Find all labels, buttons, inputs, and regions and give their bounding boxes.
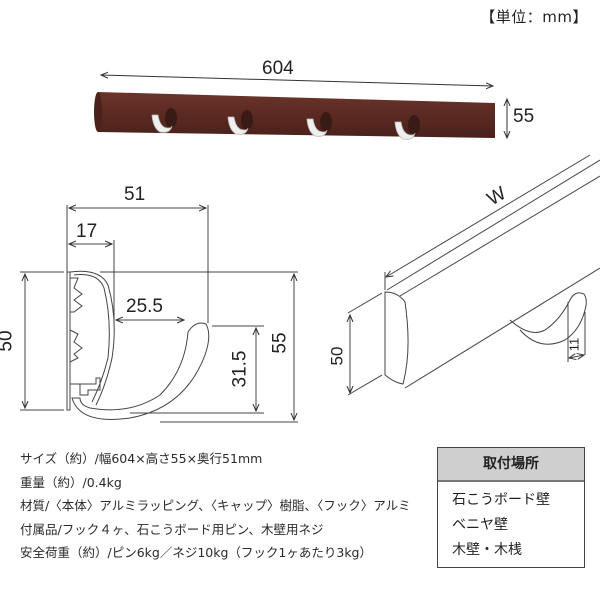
dim-gap-25-5: 25.5: [126, 296, 163, 317]
spec-size: サイズ（約）/幅604×高さ55×奥行51mm: [20, 451, 263, 466]
dim-height-55: 55: [513, 106, 535, 127]
dim-perspective-50: 50: [327, 346, 347, 366]
mounting-item: ベニヤ壁: [452, 517, 508, 533]
width-dimension-line: [101, 75, 493, 86]
hook-icons: [151, 108, 420, 140]
spec-weight: 重量（約）/0.4kg: [20, 474, 122, 490]
cross-section-drawing: [20, 205, 298, 423]
dim-back-17: 17: [76, 221, 98, 242]
dim-hook-11: 11: [566, 337, 582, 352]
mounting-title: 取付場所: [438, 448, 584, 482]
spec-list: サイズ（約）/幅604×高さ55×奥行51mm 重量（約）/0.4kg 材質/〈…: [20, 447, 411, 565]
hook-3: [306, 112, 332, 137]
hook-1: [151, 108, 177, 133]
perspective-drawing: [348, 154, 600, 396]
dim-total-height-55: 55: [269, 332, 291, 354]
dim-width-604: 604: [262, 58, 294, 79]
unit-label: 【単位：mm】: [480, 8, 588, 26]
dim-hook-height-31-5: 31.5: [229, 350, 251, 388]
spec-accessories: 付属品/フック４ヶ、石こうボード用ピン、木壁用ネジ: [20, 521, 324, 537]
mounting-item: 木壁・木桟: [452, 542, 522, 558]
dim-depth-51: 51: [124, 184, 146, 205]
spec-load: 安全荷重（約）/ピン6kg／ネジ10kg（フック1ヶあたり3kg）: [20, 545, 372, 560]
hook-2: [227, 110, 253, 135]
mounting-item: 石こうボード壁: [452, 492, 550, 508]
hook-4: [394, 115, 420, 140]
mounting-locations-box: 取付場所 石こうボード壁 ベニヤ壁 木壁・木桟: [437, 447, 585, 568]
spec-material: 材質/〈本体〉アルミラッピング、〈キャップ〉樹脂、〈フック〉アルミ: [20, 498, 411, 513]
dim-body-height-50: 50: [0, 330, 17, 352]
